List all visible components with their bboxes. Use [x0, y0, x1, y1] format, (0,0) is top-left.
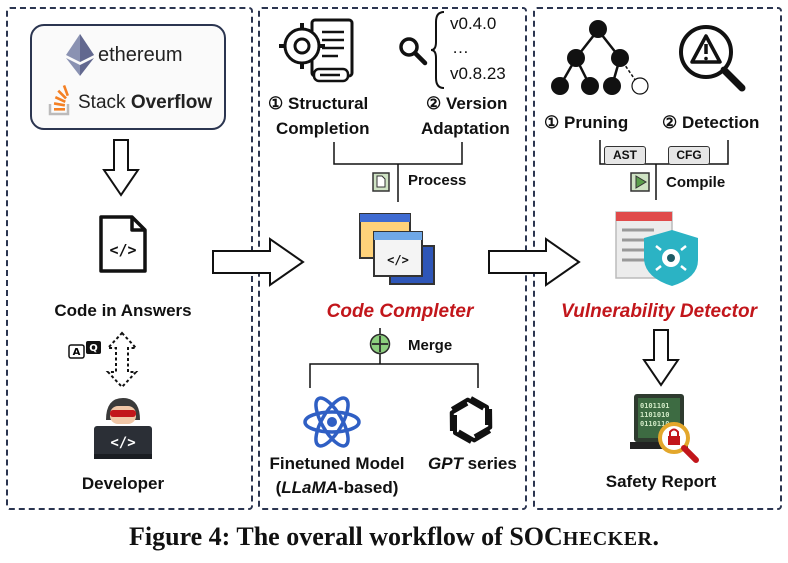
- pruning-tree-icon: [551, 20, 649, 95]
- detection-number: ②: [662, 113, 678, 132]
- svg-text:</>: </>: [109, 241, 136, 259]
- compile-bracket: [599, 140, 729, 200]
- model1-paren: (: [275, 478, 282, 497]
- developer-label: Developer: [81, 474, 165, 493]
- detection-icon: [679, 25, 746, 92]
- svg-text:1101010: 1101010: [640, 411, 670, 419]
- model1-llama: LLaMA: [281, 478, 338, 497]
- caption-prefix: Figure 4: The overall workflow of SOC: [129, 522, 563, 551]
- detection-text: Detection: [681, 113, 760, 132]
- version-adaptation-label: ② Version: [426, 94, 507, 114]
- vulnerability-detector-icon: [615, 211, 698, 286]
- structural-completion-icon: [279, 18, 354, 83]
- caption-suffix: .: [652, 522, 659, 551]
- double-arrow-icon: [105, 331, 139, 389]
- safety-report-label: Safety Report: [605, 472, 717, 491]
- svg-text:</>: </>: [387, 253, 409, 267]
- version-adaptation-label-2: Adaptation: [421, 119, 510, 138]
- model2-rest: series: [462, 454, 517, 473]
- code-in-answers-label: Code in Answers: [54, 301, 192, 320]
- document-icon: [372, 172, 390, 192]
- ethereum-label: ethereum: [98, 44, 183, 66]
- code-file-icon: </>: [99, 215, 147, 273]
- step1-number: ①: [268, 94, 284, 113]
- structural-completion-label: ① Structural: [268, 94, 388, 114]
- step2-line1: Version: [445, 94, 508, 113]
- version-mid: …: [452, 38, 469, 57]
- code-completer-icon: </>: [359, 213, 435, 285]
- svg-text:0101101: 0101101: [640, 402, 670, 410]
- compile-icon: [630, 172, 650, 192]
- merge-icon: [369, 333, 391, 355]
- caption-smallcaps: HECKER: [562, 528, 653, 550]
- magnifier-icon: [399, 37, 428, 66]
- process-bracket: [333, 142, 463, 202]
- ethereum-icon: [66, 34, 94, 76]
- atom-icon: [303, 396, 361, 448]
- cfg-tag: CFG: [668, 146, 710, 165]
- svg-text:Q: Q: [89, 343, 98, 354]
- pruning-text: Pruning: [563, 113, 629, 132]
- version-top: v0.4.0: [450, 14, 497, 33]
- svg-text:A: A: [73, 347, 81, 358]
- down-arrow-icon: [102, 139, 140, 197]
- vulnerability-detector-title: Vulnerability Detector: [560, 301, 758, 322]
- model1-line2: (LLaMA-based): [262, 478, 412, 498]
- model2-gpt: GPT: [428, 454, 463, 473]
- stack-overflow-prefix: Stack: [78, 92, 131, 113]
- developer-icon: </>: [94, 398, 152, 459]
- stack-overflow-icon: [48, 84, 70, 116]
- merge-bracket: [309, 328, 479, 388]
- brace-icon: [430, 11, 445, 89]
- gpt-icon: [449, 396, 493, 444]
- detection-label: ② Detection: [662, 113, 759, 133]
- right-arrow-icon-2: [488, 237, 581, 287]
- ast-tag: AST: [604, 146, 646, 165]
- pruning-number: ①: [544, 113, 560, 132]
- structural-completion-label-2: Completion: [276, 119, 370, 138]
- process-label: Process: [408, 172, 467, 189]
- step1-line1: Structural: [287, 94, 369, 113]
- pruning-label: ① Pruning: [544, 113, 628, 133]
- model2-label: GPT series: [428, 454, 517, 474]
- model1-line1: Finetuned Model: [269, 454, 405, 473]
- qa-icon: A Q: [68, 341, 101, 359]
- svg-text:</>: </>: [110, 435, 135, 451]
- merge-label: Merge: [408, 337, 453, 354]
- svg-text:0110110: 0110110: [640, 420, 670, 428]
- version-bot: v0.8.23: [450, 64, 506, 83]
- down-arrow-icon-2: [642, 329, 680, 387]
- model1-label: Finetuned Model (LLaMA-based): [262, 454, 412, 498]
- code-completer-title: Code Completer: [326, 301, 474, 322]
- right-arrow-icon: [212, 237, 305, 287]
- compile-label: Compile: [666, 174, 726, 191]
- step2-number: ②: [426, 94, 442, 113]
- model1-rest: -based): [337, 478, 399, 497]
- stack-overflow-label: Stack Overflow: [78, 92, 212, 114]
- stack-overflow-bold: Overflow: [130, 92, 213, 113]
- figure-caption: Figure 4: The overall workflow of SOCHEC…: [0, 522, 788, 552]
- sources-box: [30, 24, 226, 130]
